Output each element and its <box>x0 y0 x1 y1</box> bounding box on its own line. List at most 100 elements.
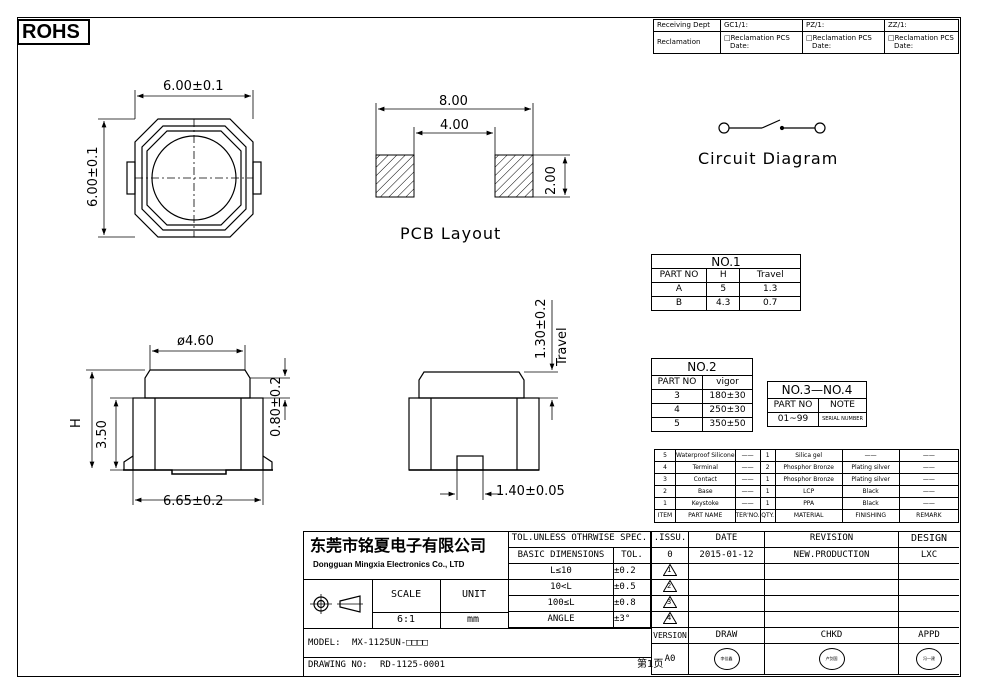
stamp: 李佳鑫 <box>713 648 740 670</box>
no2-cell: 3 <box>651 389 703 404</box>
bom-cell: LCP <box>774 485 843 498</box>
approval-table: VERSION DRAW CHKD APPD A0 李佳鑫 卢剑国 冯一建 <box>651 627 959 675</box>
no1-cell: 0.7 <box>739 296 801 311</box>
projection-symbol-icon <box>310 594 363 614</box>
travel-label: Travel <box>555 327 570 366</box>
base-width-dim: 6.65±0.2 <box>163 494 224 509</box>
no2-cell: 4 <box>651 403 703 418</box>
rev-header: REVISION <box>764 531 899 548</box>
no1-title: NO.1 <box>651 254 801 269</box>
bom-cell: 1 <box>654 497 676 510</box>
bom-cell: Black <box>841 497 900 510</box>
tol-dim: L≤10 <box>508 562 614 580</box>
pcb-layout <box>375 103 570 198</box>
no2-cell: 250±30 <box>702 403 753 418</box>
no1-cell: A <box>651 282 707 297</box>
h-label: H <box>69 418 84 428</box>
rohs-text: ROHS <box>22 21 80 43</box>
issue-mark-cell: 2 <box>651 578 689 596</box>
bom-cell: —— <box>898 497 960 510</box>
bom-cell: 1 <box>759 497 776 510</box>
no34-cell: SERIAL NUMBER <box>818 412 867 427</box>
unit-divider <box>440 579 441 628</box>
tol-val: ±0.2 <box>613 562 651 580</box>
bom-cell: Contact <box>675 473 736 486</box>
scale-value: 6:1 <box>397 614 416 625</box>
rev-cell: 2015-01-12 <box>688 546 765 564</box>
no1-header: Travel <box>739 268 801 283</box>
bom-cell: —— <box>734 497 761 510</box>
no1-cell: 1.3 <box>739 282 801 297</box>
bom-cell: 2 <box>759 461 776 474</box>
model-value: MX-1125UN-□□□□ <box>352 638 428 648</box>
issue-mark-cell: 3 <box>651 594 689 612</box>
bom-cell: 1 <box>759 485 776 498</box>
stamp: 卢剑国 <box>818 648 845 670</box>
scale-label: SCALE <box>391 589 422 600</box>
bom-cell: 5 <box>654 449 676 462</box>
pin-width-dim: 1.40±0.05 <box>496 484 565 499</box>
bom-cell: 2 <box>654 485 676 498</box>
tol-val: ±0.5 <box>613 578 651 596</box>
tol-val: ±3° <box>613 610 651 628</box>
tol-dim: 100≤L <box>508 594 614 612</box>
no1-header: H <box>705 268 741 283</box>
bom-header: TER'NO. <box>734 509 761 523</box>
cap-height-dim: 0.80±0.2 <box>269 376 284 437</box>
no34-header: PART NO <box>767 398 819 413</box>
travel-dim: 1.30±0.2 <box>534 298 549 359</box>
top-view <box>98 90 262 238</box>
stamp: 冯一建 <box>916 648 942 670</box>
pcb-layout-title: PCB Layout <box>400 224 502 243</box>
issue-triangle-icon: 2 <box>663 579 677 592</box>
tol-dim: ANGLE <box>508 610 614 628</box>
company-en: Dongguan Mingxia Electronics Co., LTD <box>313 560 465 569</box>
issue-triangle-icon: 3 <box>663 595 677 608</box>
drawing-no-value: RD-1125-0001 <box>380 660 446 670</box>
no1-cell: 5 <box>705 282 741 297</box>
draw-stamp-cell: 李佳鑫 <box>688 643 765 675</box>
bom-cell: Phosphor Bronze <box>774 461 843 474</box>
tol-dim: 10<L <box>508 578 614 596</box>
bom-cell: 1 <box>759 473 776 486</box>
rev-cell: 0 <box>651 546 689 564</box>
bom-cell: 4 <box>654 461 676 474</box>
company-cn: 东莞市铭夏电子有限公司 <box>310 536 487 555</box>
receiving-table: Receiving Dept GC1/1: PZ/1: ZZ/1: Reclam… <box>653 19 959 54</box>
no2-title: NO.2 <box>651 358 753 376</box>
circuit-diagram <box>718 119 826 134</box>
bom-header: FINISHING <box>841 509 900 523</box>
rev-header: DESIGN <box>898 531 959 548</box>
no34-title: NO.3—NO.4 <box>767 381 867 399</box>
front-view <box>86 345 290 505</box>
no2-header: vigor <box>702 375 753 390</box>
bom-header: QTY. <box>759 509 776 523</box>
bom-cell: —— <box>734 461 761 474</box>
version-label: VERSION <box>651 627 689 644</box>
bom-cell: —— <box>734 473 761 486</box>
issue-triangle-icon: 4 <box>663 611 677 624</box>
no1-cell: B <box>651 296 707 311</box>
model-row <box>303 628 651 658</box>
rev-header: DATE <box>688 531 765 548</box>
page-number: 第1页 <box>637 659 664 670</box>
pcb-total-dim: 8.00 <box>439 94 468 109</box>
bom-cell: —— <box>841 449 900 462</box>
bom-cell: PPA <box>774 497 843 510</box>
no34-header: NOTE <box>818 398 867 413</box>
circuit-diagram-title: Circuit Diagram <box>698 149 839 168</box>
bom-cell: —— <box>898 449 960 462</box>
bom-cell: Plating silver <box>841 473 900 486</box>
top-width-dim: 6.00±0.1 <box>163 79 224 94</box>
tol-val: ±0.8 <box>613 594 651 612</box>
rev-header: .ISSU. <box>651 531 689 548</box>
drawing-border <box>17 17 961 677</box>
revision-table: .ISSU. DATE REVISION DESIGN 0 2015-01-12… <box>651 531 959 628</box>
bom-cell: —— <box>734 449 761 462</box>
drawing-no-label: DRAWING NO: <box>308 660 368 670</box>
